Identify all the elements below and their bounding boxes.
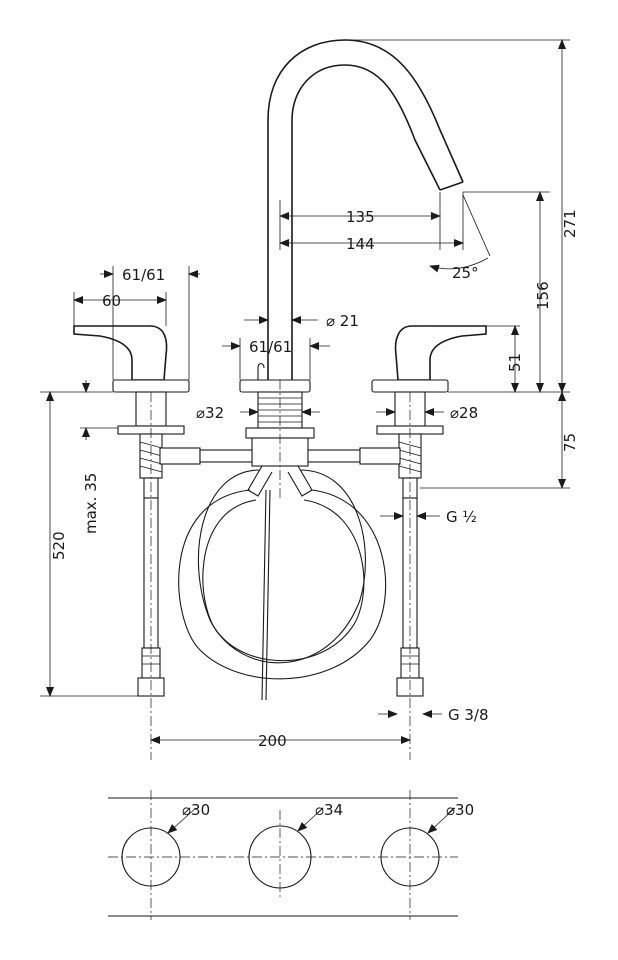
label-520: 520 (50, 531, 68, 560)
label-dia-28: ⌀28 (450, 404, 478, 422)
center-lines (150, 380, 411, 760)
label-dia-32: ⌀32 (196, 404, 224, 422)
right-handle (371, 325, 487, 697)
label-135: 135 (346, 208, 375, 226)
label-handle-61-61: 61/61 (122, 266, 165, 284)
label-25-degrees: 25° (452, 264, 479, 282)
label-hole-center: ⌀34 (315, 801, 343, 819)
label-hole-right: ⌀30 (446, 801, 474, 819)
hole-layout (108, 790, 458, 920)
label-271: 271 (561, 209, 579, 238)
label-g-half: G ½ (446, 508, 477, 526)
label-156: 156 (534, 281, 552, 310)
label-200: 200 (258, 732, 287, 750)
label-51: 51 (506, 353, 524, 372)
label-g-3-8: G 3/8 (448, 706, 489, 724)
label-spout-base-61-61: 61/61 (249, 338, 292, 356)
label-75: 75 (561, 433, 579, 452)
label-hole-left: ⌀30 (182, 801, 210, 819)
label-60: 60 (102, 292, 121, 310)
hole-labels: ⌀30 ⌀34 ⌀30 (182, 801, 474, 819)
label-max-35: max. 35 (82, 473, 100, 534)
dimension-lines (40, 39, 570, 744)
label-spout-dia-21: ⌀ 21 (326, 312, 359, 330)
dimension-labels: 135 144 25° 271 156 51 75 520 max. 35 20… (50, 208, 579, 750)
label-144: 144 (346, 235, 375, 253)
